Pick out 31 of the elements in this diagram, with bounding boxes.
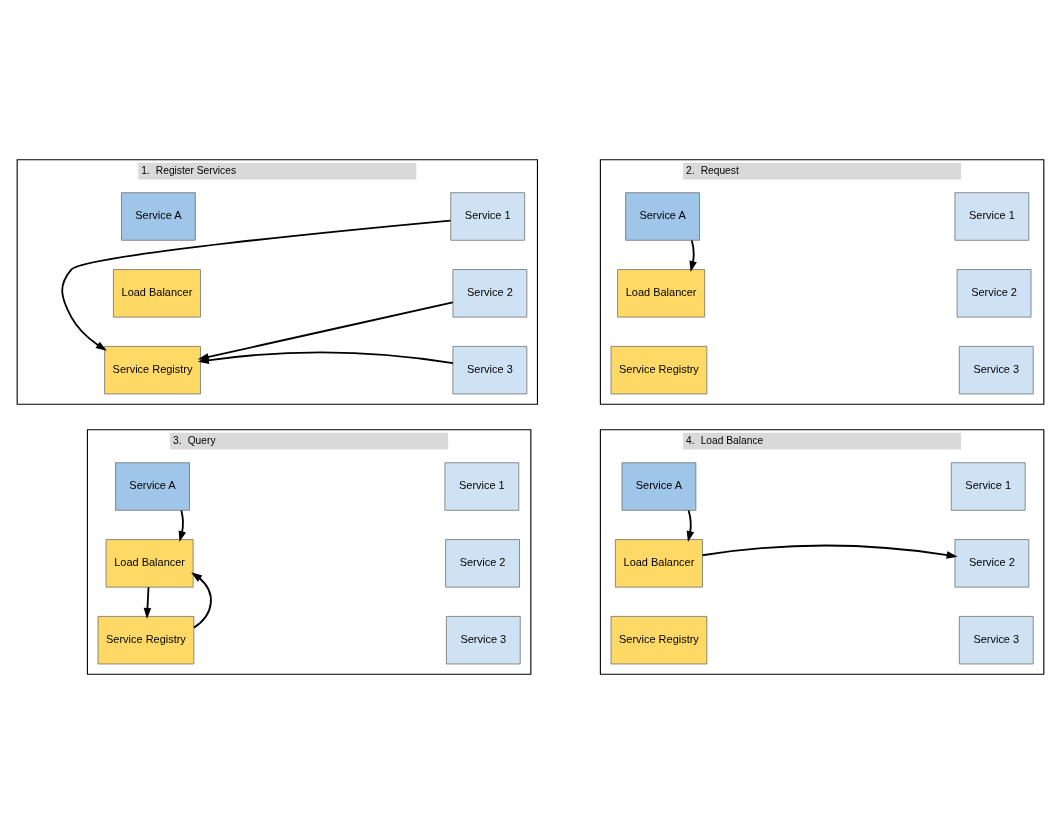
node-box: Load Balancer	[617, 269, 706, 318]
node-box: Service 1	[954, 192, 1030, 241]
arrow	[61, 219, 452, 351]
node-box: Load Balancer	[105, 539, 194, 588]
node-box: Service 3	[958, 346, 1034, 395]
node-box: Service 2	[452, 269, 528, 318]
arrow	[701, 544, 958, 559]
node-box: Service Registry	[97, 616, 195, 665]
node-box: Service 2	[954, 539, 1030, 588]
node-box: Service 2	[445, 539, 520, 588]
node-box: Service Registry	[104, 346, 201, 395]
node-box: Load Balancer	[113, 269, 201, 318]
node-box: Service Registry	[610, 616, 708, 665]
node-box: Service 1	[450, 192, 525, 241]
node-box: Service Registry	[610, 346, 708, 395]
node-box: Service 3	[452, 346, 528, 395]
node-box: Service A	[625, 192, 700, 241]
node-box: Service 3	[958, 616, 1034, 665]
arrow	[686, 509, 695, 543]
node-box: Load Balancer	[615, 539, 703, 588]
arrow	[689, 239, 697, 272]
node-box: Service 3	[446, 616, 521, 665]
arrow	[191, 572, 212, 629]
node-box: Service A	[115, 462, 190, 511]
arrow	[178, 509, 187, 542]
node-box: Service A	[121, 192, 196, 241]
node-box: Service 2	[956, 269, 1032, 318]
node-box: Service 1	[950, 462, 1026, 511]
arrow	[143, 586, 152, 619]
node-box: Service 1	[444, 462, 520, 511]
node-box: Service A	[621, 462, 697, 511]
